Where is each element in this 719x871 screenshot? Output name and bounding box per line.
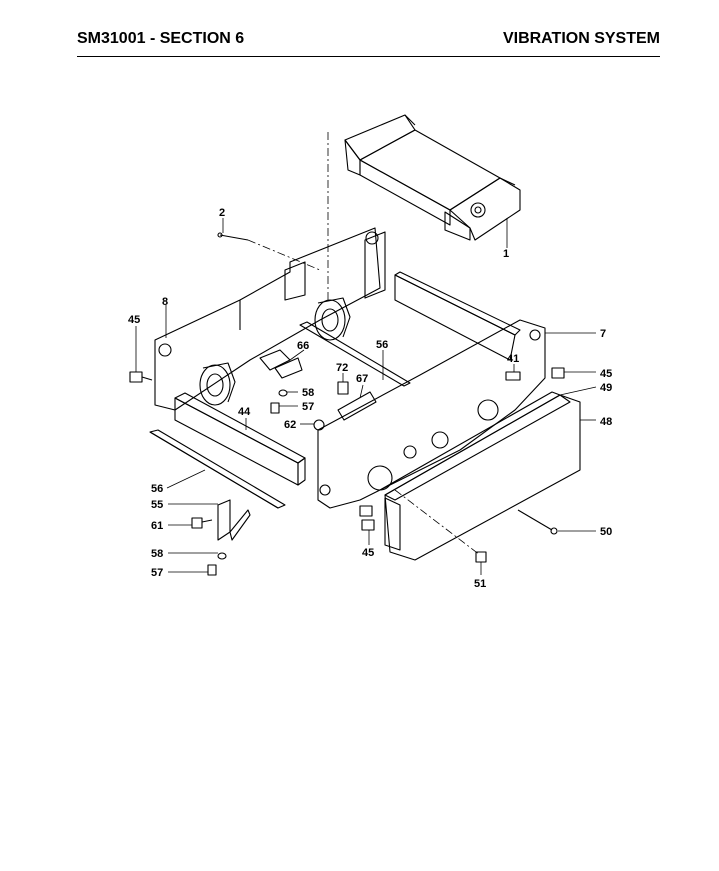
callout-49: 49	[600, 382, 612, 394]
nut-62	[313, 419, 325, 431]
callout-51: 51	[474, 578, 486, 590]
callout-57-upper: 57	[302, 401, 314, 413]
screw-57-upper	[270, 402, 280, 414]
cross-beam-part	[174, 392, 306, 486]
callout-2: 2	[219, 207, 225, 219]
callout-50: 50	[600, 526, 612, 538]
small-bracket-67	[337, 391, 377, 421]
callout-62: 62	[284, 419, 296, 431]
callout-56-top: 56	[376, 339, 388, 351]
document-section-title: SM31001 - SECTION 6	[77, 30, 245, 47]
bearing-ring-left	[199, 362, 236, 406]
callout-48: 48	[600, 416, 612, 428]
callout-57-lower: 57	[151, 567, 163, 579]
bolt-72	[337, 381, 349, 395]
right-side-plate-part	[317, 271, 546, 509]
callout-58-upper: 58	[302, 387, 314, 399]
bolt-45-left	[129, 371, 153, 383]
callout-45-right: 45	[600, 368, 612, 380]
callout-7: 7	[600, 328, 606, 340]
bolt-51	[475, 551, 487, 563]
bolt-45-bottom	[359, 505, 375, 531]
small-bracket-66	[259, 349, 303, 379]
washer-58-upper	[278, 389, 288, 397]
page-header: SM31001 - SECTION 6 VIBRATION SYSTEM	[77, 30, 660, 58]
callout-58-lower: 58	[151, 548, 163, 560]
angle-bar-upper	[299, 321, 411, 387]
bolt-2	[217, 232, 249, 241]
callout-72: 72	[336, 362, 348, 374]
washer-58-lower	[217, 552, 227, 560]
left-side-plate-part	[154, 227, 386, 411]
callout-45-left: 45	[128, 314, 140, 326]
callout-61: 61	[151, 520, 163, 532]
callout-1: 1	[503, 248, 509, 260]
assembly-centerlines	[247, 132, 481, 556]
angle-bar-lower	[149, 429, 286, 509]
callout-67: 67	[356, 373, 368, 385]
bolt-61	[191, 517, 213, 529]
bolt-50	[517, 509, 558, 535]
callout-56-left: 56	[151, 483, 163, 495]
callout-41: 41	[507, 353, 519, 365]
bearing-ring-right	[314, 297, 351, 341]
callout-66: 66	[297, 340, 309, 352]
gasket-part	[379, 391, 561, 491]
callout-labels: 1 2 7 8 41 44 45 45 45 48 49 50 51 55 56…	[128, 207, 612, 590]
header-divider	[77, 56, 660, 57]
bolt-41	[505, 371, 521, 381]
screw-57-lower	[207, 564, 217, 576]
bolt-45-right	[551, 367, 565, 379]
callout-45-bottom: 45	[362, 547, 374, 559]
bracket-part	[217, 499, 251, 541]
callout-8: 8	[162, 296, 168, 308]
callout-55: 55	[151, 499, 163, 511]
section-topic-title: VIBRATION SYSTEM	[502, 30, 660, 47]
callout-44: 44	[238, 406, 251, 418]
vibration-housing-part	[344, 114, 521, 241]
callout-leader-lines	[135, 218, 597, 575]
counterweight-cover-part	[384, 394, 581, 561]
